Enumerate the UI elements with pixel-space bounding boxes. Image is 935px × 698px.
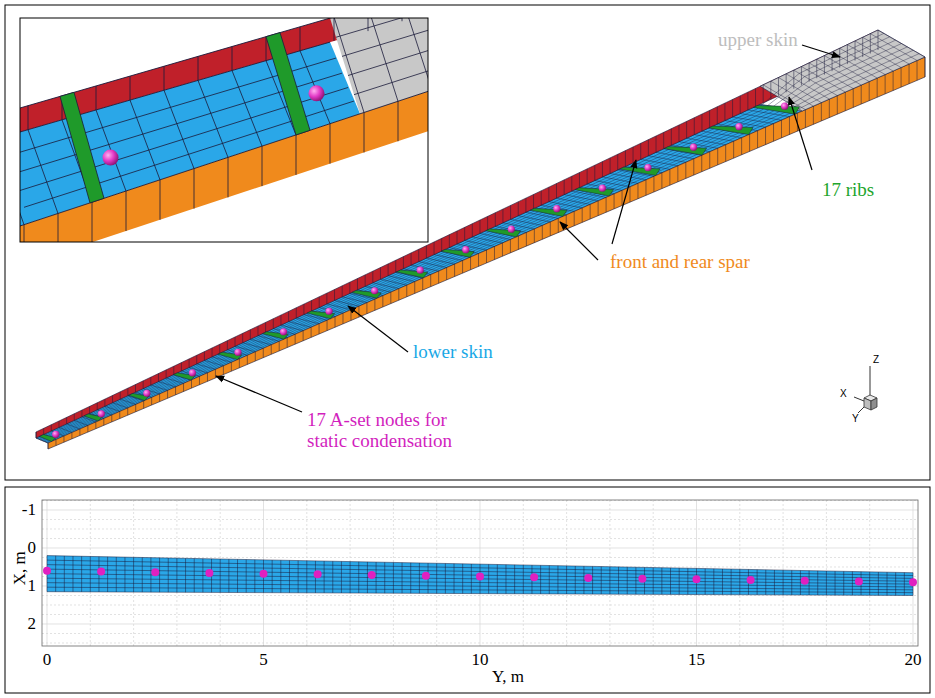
axis-letter: Y bbox=[852, 413, 859, 424]
tick-label: 0 bbox=[28, 539, 37, 558]
tick-label: 20 bbox=[905, 651, 922, 670]
axis-letter: Z bbox=[873, 354, 879, 365]
tick-label: 5 bbox=[259, 651, 268, 670]
tick-label: -1 bbox=[22, 501, 36, 520]
tick-label: 15 bbox=[688, 651, 705, 670]
part-label: upper skin bbox=[718, 30, 798, 51]
tick-label: 1 bbox=[28, 577, 37, 596]
leader-lines bbox=[216, 45, 840, 412]
bottom-frame bbox=[5, 487, 930, 693]
axis-letter: X bbox=[840, 388, 847, 399]
zoom-inset bbox=[0, 0, 466, 276]
tick-label: 10 bbox=[472, 651, 489, 670]
part-label: lower skin bbox=[413, 342, 493, 363]
tick-label: 2 bbox=[28, 615, 37, 634]
part-label: 17 ribs bbox=[822, 180, 874, 201]
axis-title: X, m bbox=[11, 551, 30, 585]
part-label: 17 A-set nodes for static condensation bbox=[307, 410, 482, 452]
axis-title: Y, m bbox=[492, 668, 524, 687]
tick-label: 0 bbox=[43, 651, 52, 670]
part-label: front and rear spar bbox=[610, 252, 750, 273]
planform-chart bbox=[0, 491, 935, 646]
axis-triad bbox=[854, 366, 877, 413]
